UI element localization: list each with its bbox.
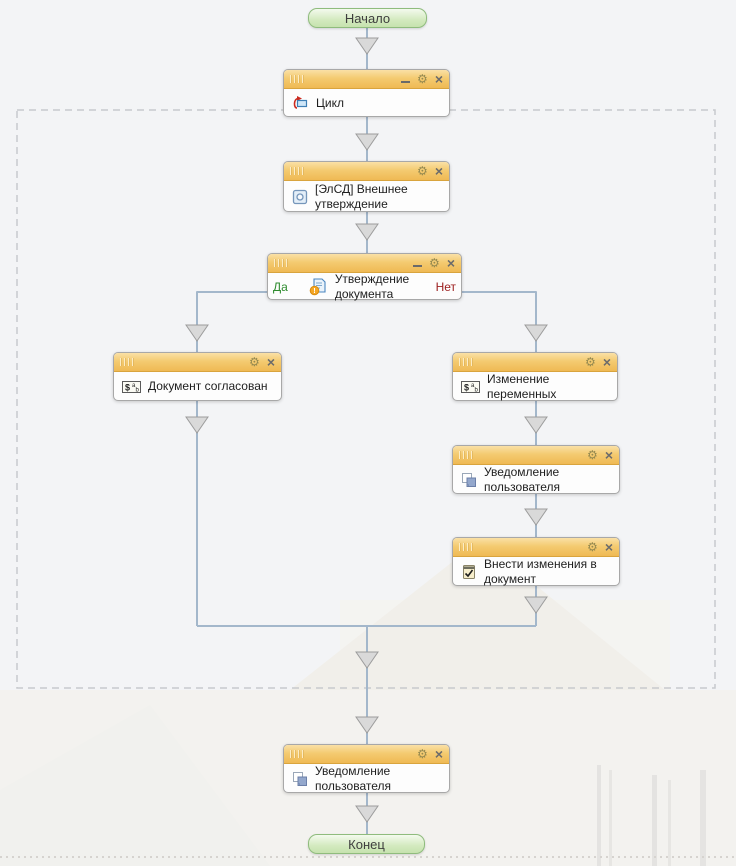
minimize-button[interactable] bbox=[413, 265, 423, 267]
arrowhead bbox=[524, 324, 548, 342]
block-header[interactable]: ⚙ × bbox=[268, 254, 461, 273]
arrowhead bbox=[524, 416, 548, 434]
block-header[interactable]: ⚙ × bbox=[114, 353, 281, 372]
close-icon[interactable]: × bbox=[266, 354, 275, 370]
arrowhead bbox=[355, 223, 379, 241]
svg-text:a: a bbox=[132, 383, 136, 389]
close-icon[interactable]: × bbox=[604, 539, 613, 555]
block-title: Внести изменения в документ bbox=[484, 556, 597, 586]
drag-grip-icon[interactable] bbox=[290, 75, 304, 83]
arrowhead bbox=[185, 324, 209, 342]
arrowhead bbox=[524, 596, 548, 614]
drag-grip-icon[interactable] bbox=[274, 259, 288, 267]
block-title: Уведомление пользователя bbox=[484, 464, 560, 494]
close-icon[interactable]: × bbox=[604, 447, 613, 463]
block-loop[interactable]: ⚙ × Цикл bbox=[283, 69, 450, 117]
notification-icon bbox=[292, 771, 308, 787]
variables-icon: $ a b bbox=[122, 380, 141, 394]
external-approval-icon bbox=[292, 189, 308, 205]
arrowhead bbox=[355, 133, 379, 151]
svg-text:$: $ bbox=[125, 382, 130, 392]
block-make-changes[interactable]: ⚙ × Внести изменения в документ bbox=[452, 537, 620, 586]
block-title: Уведомление пользователя bbox=[315, 763, 391, 793]
block-title: Изменение переменных bbox=[487, 371, 557, 401]
variables-icon: $ a b bbox=[461, 380, 480, 394]
gear-icon[interactable]: ⚙ bbox=[429, 256, 440, 270]
arrowhead bbox=[355, 716, 379, 734]
close-icon[interactable]: × bbox=[434, 746, 443, 762]
block-header[interactable]: ⚙ × bbox=[453, 353, 617, 372]
svg-text:$: $ bbox=[464, 382, 469, 392]
block-title: [ЭлСД] Внешнее утверждение bbox=[315, 181, 408, 211]
block-notify-user-final[interactable]: ⚙ × Уведомление пользователя bbox=[283, 744, 450, 793]
block-external-approval[interactable]: ⚙ × [ЭлСД] Внешнее утверждение bbox=[283, 161, 450, 212]
start-node[interactable]: Начало bbox=[308, 8, 427, 28]
arrowhead bbox=[355, 805, 379, 823]
gear-icon[interactable]: ⚙ bbox=[585, 355, 596, 369]
close-icon[interactable]: × bbox=[434, 163, 443, 179]
loop-icon bbox=[292, 95, 309, 111]
drag-grip-icon[interactable] bbox=[290, 167, 304, 175]
drag-grip-icon[interactable] bbox=[459, 543, 473, 551]
block-change-variables[interactable]: ⚙ × $ a b Изменение переменных bbox=[452, 352, 618, 401]
drag-grip-icon[interactable] bbox=[120, 358, 134, 366]
document-warning-icon: ! bbox=[309, 277, 328, 296]
svg-text:!: ! bbox=[313, 286, 316, 295]
gear-icon[interactable]: ⚙ bbox=[417, 747, 428, 761]
block-header[interactable]: ⚙ × bbox=[453, 446, 619, 465]
svg-text:b: b bbox=[475, 387, 479, 393]
arrowhead bbox=[355, 37, 379, 55]
close-icon[interactable]: × bbox=[434, 71, 443, 87]
gear-icon[interactable]: ⚙ bbox=[417, 72, 428, 86]
end-node[interactable]: Конец bbox=[308, 834, 425, 854]
block-header[interactable]: ⚙ × bbox=[284, 745, 449, 764]
task-check-icon bbox=[461, 564, 477, 580]
svg-text:a: a bbox=[471, 383, 475, 389]
arrowhead bbox=[355, 651, 379, 669]
wire-decision-yes bbox=[196, 291, 267, 352]
block-header[interactable]: ⚙ × bbox=[284, 162, 449, 181]
arrowhead bbox=[185, 416, 209, 434]
block-notify-user[interactable]: ⚙ × Уведомление пользователя bbox=[452, 445, 620, 494]
gear-icon[interactable]: ⚙ bbox=[249, 355, 260, 369]
drag-grip-icon[interactable] bbox=[459, 451, 473, 459]
arrowheads bbox=[185, 37, 548, 823]
wire-decision-no bbox=[462, 291, 537, 352]
minimize-button[interactable] bbox=[401, 81, 411, 83]
block-header[interactable]: ⚙ × bbox=[453, 538, 619, 557]
block-title: Документ согласован bbox=[148, 379, 268, 394]
drag-grip-icon[interactable] bbox=[290, 750, 304, 758]
block-header[interactable]: ⚙ × bbox=[284, 70, 449, 89]
branch-no-label: Нет bbox=[435, 279, 456, 294]
block-title: Утверждение документа bbox=[334, 271, 410, 301]
notification-icon bbox=[461, 472, 477, 488]
block-approve-document[interactable]: ⚙ × Да ! Утверждение документа Нет bbox=[267, 253, 462, 301]
gear-icon[interactable]: ⚙ bbox=[417, 164, 428, 178]
arrowhead bbox=[524, 508, 548, 526]
close-icon[interactable]: × bbox=[602, 354, 611, 370]
branch-yes-label: Да bbox=[273, 279, 288, 294]
gear-icon[interactable]: ⚙ bbox=[587, 540, 598, 554]
svg-text:b: b bbox=[136, 387, 140, 393]
drag-grip-icon[interactable] bbox=[459, 358, 473, 366]
close-icon[interactable]: × bbox=[446, 255, 455, 271]
block-document-agreed[interactable]: ⚙ × $ a b Документ согласован bbox=[113, 352, 282, 401]
gear-icon[interactable]: ⚙ bbox=[587, 448, 598, 462]
block-title: Цикл bbox=[316, 95, 344, 110]
